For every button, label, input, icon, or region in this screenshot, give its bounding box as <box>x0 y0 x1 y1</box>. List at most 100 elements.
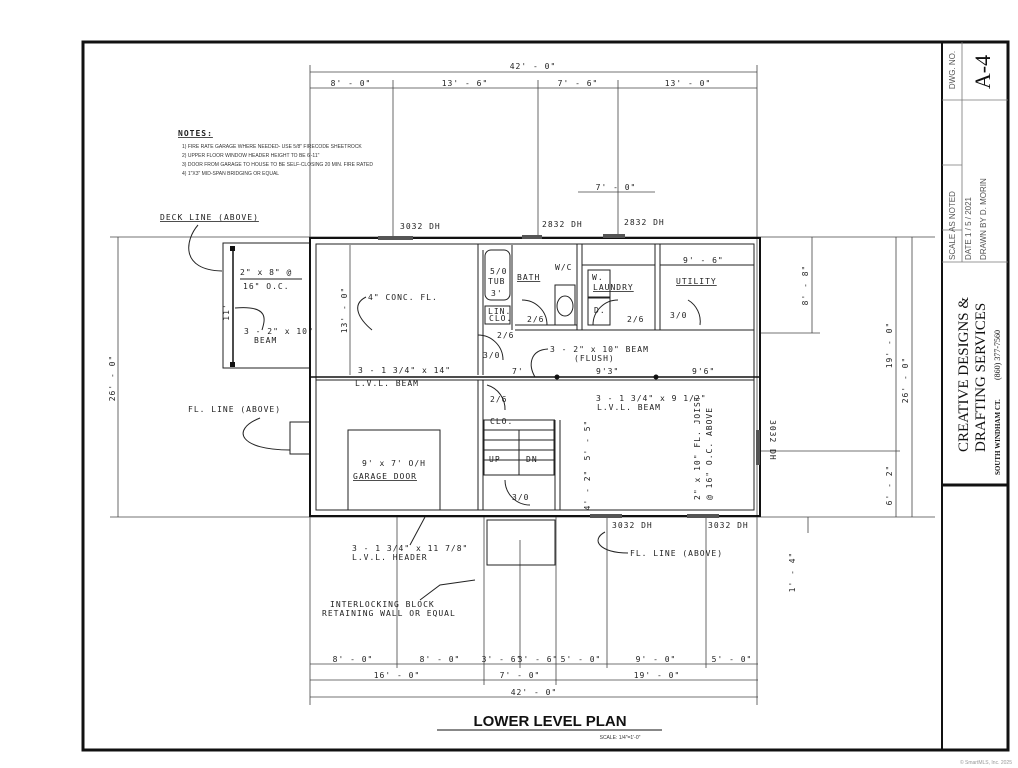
floor-line-label: FL. LINE (ABOVE) <box>188 405 281 414</box>
bottom-dimension-lines <box>310 663 758 698</box>
company-phone: (860) 377-7560 <box>993 330 1002 380</box>
extension-lines <box>110 65 935 705</box>
leader-line <box>357 296 373 331</box>
lvl-beam-label2: L.V.L. BEAM <box>597 403 661 412</box>
leader-line <box>530 348 549 378</box>
drawn-by: DRAWN BY D. MORIN <box>979 178 988 260</box>
toilet <box>556 295 574 317</box>
leader-line <box>419 579 476 601</box>
door-size: 3/0 <box>670 311 687 320</box>
laundry-label: LAUNDRY <box>593 283 634 292</box>
company-name-line1: CREATIVE DESIGNS & <box>956 297 972 452</box>
dim-top-seg: 8' - 0" <box>331 79 372 88</box>
dim-top-seg: 13' - 0" <box>665 79 712 88</box>
step-outline <box>289 421 311 455</box>
lvl-beam-label: 3 - 1 3/4" x 9 1/2" <box>596 394 707 403</box>
dim-bottom-seg: 5' - 0" <box>712 655 753 664</box>
deck-beam-label2: BEAM <box>254 336 277 345</box>
leader-line <box>242 417 291 451</box>
span-label: 7' <box>512 367 524 376</box>
header-label: 3 - 1 3/4" x 11 7/8" <box>352 544 468 553</box>
retaining-wall-label: INTERLOCKING BLOCK <box>330 600 435 609</box>
door-size: 2/6 <box>490 395 507 404</box>
utility-dim: 9' - 6" <box>683 256 724 265</box>
tub-label: TUB <box>488 277 505 286</box>
dim-top-seg: 7' - 6" <box>558 79 599 88</box>
dim-top-total: 42' - 0" <box>510 62 557 71</box>
company-town: SOUTH WINDHAM CT. <box>994 399 1002 475</box>
tub-label: 3' <box>491 289 503 298</box>
dim-bottom-seg: 9' - 0" <box>636 655 677 664</box>
dim-right-total: 26' - 0" <box>901 357 910 404</box>
utility-label: UTILITY <box>676 277 717 286</box>
tub-label: 5/0 <box>490 267 507 276</box>
door-size: 2/6 <box>627 315 644 324</box>
deck-joist-oc: 16" O.C. <box>243 282 290 291</box>
dim-bottom-seg: 8' - 0" <box>333 655 374 664</box>
dim-bottom-seg: 3' - 6" <box>518 655 559 664</box>
floor-line-bottom-label: FL. LINE (ABOVE) <box>630 549 723 558</box>
dwg-no: A-4 <box>970 55 995 89</box>
stairs <box>483 419 555 476</box>
window-label: 3032 DH <box>768 420 777 461</box>
linen-closet <box>484 305 511 325</box>
dim-bottom-seg: 19' - 0" <box>634 671 681 680</box>
windows <box>378 234 760 518</box>
dim-right: 19' - 0" <box>885 322 894 369</box>
dryer <box>587 297 611 326</box>
door-size: 3/0 <box>483 351 500 360</box>
plan-title: LOWER LEVEL PLAN <box>473 713 626 730</box>
dim-right: 6' - 2" <box>885 465 894 506</box>
top-dimension-lines <box>310 71 757 193</box>
garage-door-opening <box>347 429 441 511</box>
dim-right: 1' - 4" <box>788 552 797 593</box>
washer <box>587 269 611 298</box>
closet-label: CLO. <box>490 417 513 426</box>
dim-bottom-total: 42' - 0" <box>511 688 558 697</box>
linen-label: CLO. <box>489 314 512 323</box>
stair-up-label: UP <box>489 455 501 464</box>
dim-top-seg: 13' - 6" <box>442 79 489 88</box>
joist-label: 2" x 10" FL. JOIST <box>693 395 702 500</box>
header-label2: L.V.L. HEADER <box>352 553 428 562</box>
note-4: 4) 1"X3" MID-SPAN BRIDGING OR EQUAL <box>182 171 279 177</box>
dim-left-total: 26' - 0" <box>108 355 117 402</box>
garage-door-label: GARAGE DOOR <box>353 472 417 481</box>
bath-label: BATH <box>517 273 540 282</box>
company-name-line2: DRAFTING SERVICES <box>973 303 989 452</box>
dim-bottom-seg: 5' - 0" <box>561 655 602 664</box>
dim-garage-depth: 13' - 0" <box>340 287 349 334</box>
door-swings <box>477 299 701 506</box>
plan-scale: SCALE: 1/4"=1'-0" <box>600 735 641 741</box>
note-1: 1) FIRE RATE GARAGE WHERE NEEDED- USE 5/… <box>182 144 362 150</box>
note-3: 3) DOOR FROM GARAGE TO HOUSE TO BE SELF-… <box>182 162 373 168</box>
note-2: 2) UPPER FLOOR WINDOW HEADER HEIGHT TO B… <box>182 153 320 159</box>
dim-top-inner: 7' - 0" <box>596 183 637 192</box>
date: DATE 1 / 5 / 2021 <box>964 196 973 260</box>
dim-bottom-seg: 16' - 0" <box>374 671 421 680</box>
linen-label: LIN. <box>488 307 511 316</box>
dryer-label: D. <box>594 306 606 315</box>
lvl-beam-label: 3 - 1 3/4" x 14" <box>358 366 451 375</box>
retaining-wall-label2: RETAINING WALL OR EQUAL <box>322 609 456 618</box>
right-dimension-lines <box>807 237 913 533</box>
leader-line <box>188 224 223 272</box>
washer-label: W. <box>592 273 604 282</box>
stair-dim: 4' - 2" <box>583 470 592 511</box>
door-size: 2/6 <box>527 315 544 324</box>
stair-dim: 5' - 5" <box>583 420 592 461</box>
window-label: 3032 DH <box>400 222 441 231</box>
garage-door-size: 9' x 7' O/H <box>362 459 426 468</box>
deck-joist-label: 2" x 8" @ <box>240 268 292 277</box>
door-size: 2/6 <box>497 331 514 340</box>
lvl-beam-label2: L.V.L. BEAM <box>355 379 419 388</box>
flush-beam-label: 3 - 2" x 10" BEAM <box>550 345 649 354</box>
deck-outline <box>222 242 311 369</box>
dim-right: 8' - 8" <box>801 265 810 306</box>
deck-line-label: DECK LINE (ABOVE) <box>160 213 259 222</box>
vanity <box>554 284 576 326</box>
window-label: 2832 DH <box>542 220 583 229</box>
window-label: 2832 DH <box>624 218 665 227</box>
dim-bottom-seg: 7' - 0" <box>500 671 541 680</box>
